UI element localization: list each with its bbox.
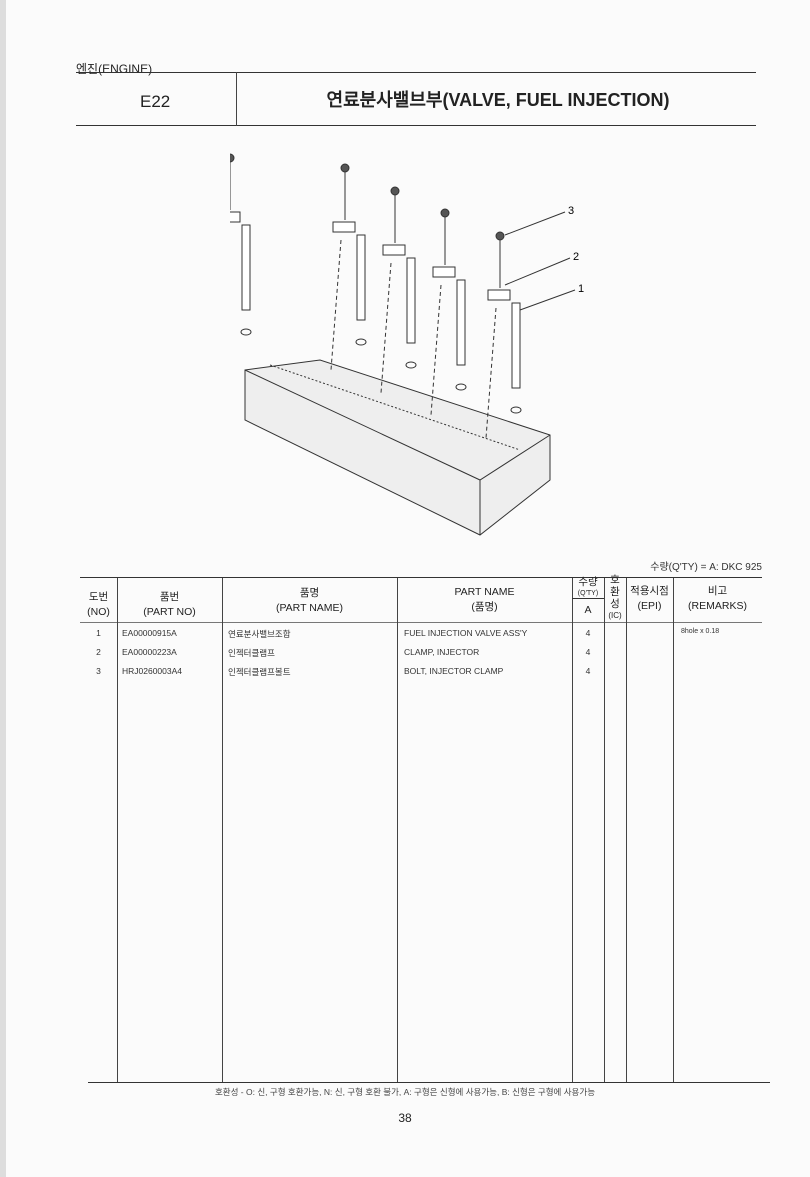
section-label: 엔진(ENGINE) (76, 62, 153, 76)
hdr-partno-en: (PART NO) (143, 606, 196, 618)
cell-qty: 4 (585, 647, 591, 657)
callout-3: 3 (568, 205, 574, 217)
hdr-partno-ko: 품번 (159, 591, 180, 603)
page-title: 연료분사밸브부(VALVE, FUEL INJECTION) (326, 90, 670, 110)
hdr-ic: 호 (610, 574, 620, 586)
hdr-name-ko-en: (PART NAME) (275, 602, 344, 614)
cell-qty: 4 (585, 628, 591, 638)
table-bottom (88, 1082, 770, 1083)
cell-name-ko: 인젝터클램프볼트 (228, 667, 291, 677)
hdr-qty-a: A (584, 604, 592, 616)
cell-no: 2 (96, 647, 101, 657)
compatibility-legend: 호환성 - O: 신, 구형 호환가능, N: 신, 구형 호환 불가, A: … (214, 1087, 596, 1097)
hdr-ic-en: (IC) (608, 611, 622, 620)
callout-1: 1 (578, 283, 584, 295)
cell-name-ko: 인젝터클램프 (228, 648, 275, 658)
cell-no: 3 (96, 666, 101, 676)
exploded-diagram: 3 2 1 (230, 153, 584, 536)
hdr-epi-en: (EPI) (637, 600, 662, 612)
cell-qty: 4 (585, 666, 591, 676)
figure-code: E22 (140, 92, 171, 111)
hdr-no-ko: 도번 (88, 591, 109, 603)
hdr-qty-ko: 수량 (578, 576, 598, 588)
table-header-bottom (80, 622, 762, 623)
page-number: 38 (398, 1111, 412, 1125)
scan-edge (0, 0, 6, 1177)
cell-name-en: CLAMP, INJECTOR (404, 647, 480, 657)
cell-part-no: EA00000915A (122, 628, 177, 638)
cell-name-en: FUEL INJECTION VALVE ASS'Y (404, 628, 528, 638)
cell-remarks: 8hole x 0.18 (681, 628, 720, 635)
hdr-name-en: PART NAME (454, 586, 515, 598)
cell-name-en: BOLT, INJECTOR CLAMP (404, 666, 504, 676)
hdr-name-ko: 품명 (299, 587, 320, 599)
hdr-ic: 성 (610, 598, 620, 610)
parts-table: 도번 (NO) 품번 (PART NO) 품명 (PART NAME) PART NA… (80, 574, 762, 1083)
cell-part-no: HRJ0260003A4 (122, 666, 183, 676)
hdr-qty-en: (Q'TY) (577, 590, 599, 597)
hdr-rem-en: (REMARKS) (688, 600, 747, 612)
callout-2: 2 (573, 251, 579, 263)
table-top (80, 577, 762, 578)
hdr-rem-ko: 비고 (707, 585, 728, 597)
divider (76, 72, 756, 73)
divider (236, 72, 237, 126)
cell-name-ko: 연료분사밸브조합 (228, 629, 291, 639)
qty-note: 수량(Q'TY) = A: DKC 925 (650, 562, 762, 573)
cell-part-no: EA00000223A (122, 647, 177, 657)
cell-no: 1 (96, 628, 101, 638)
hdr-name-en-ko: (품명) (471, 601, 498, 613)
divider (76, 125, 756, 126)
hdr-ic: 환 (610, 586, 620, 598)
hdr-epi-ko: 적용시점 (630, 585, 669, 597)
hdr-no-en: (NO) (87, 606, 110, 618)
